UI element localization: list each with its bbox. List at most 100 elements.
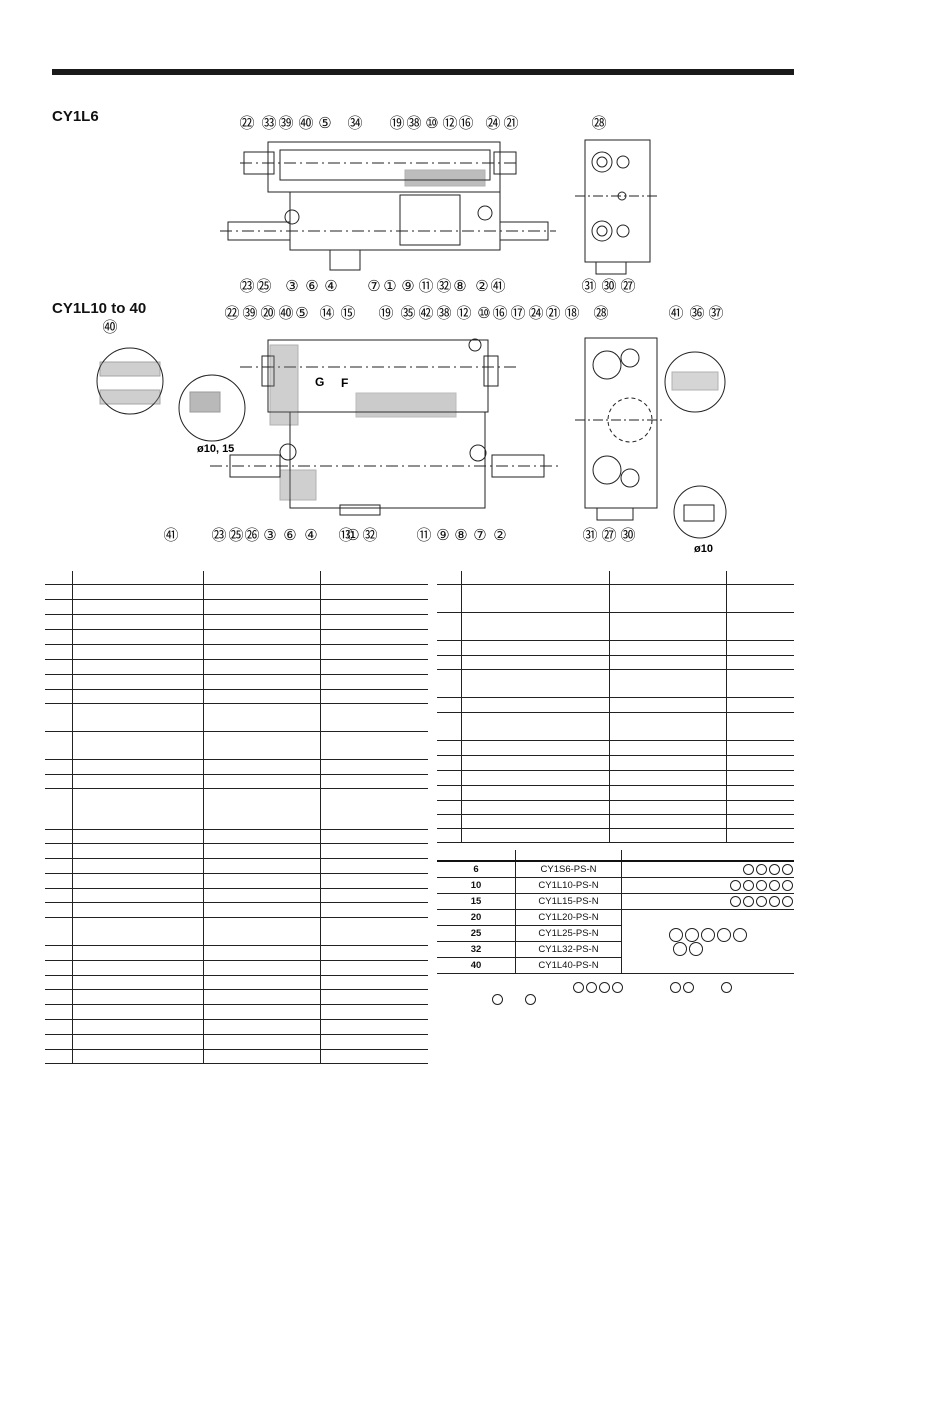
upper-bottom-callout: ㉜: [436, 278, 451, 295]
table-cell: [437, 800, 462, 815]
table-cell: [461, 669, 610, 698]
table-cell: [72, 689, 204, 704]
upper-side-bottom-callout: ㉗: [620, 278, 635, 295]
table-cell: [45, 703, 73, 732]
table-row: [437, 828, 794, 843]
table-cell: [72, 1034, 204, 1050]
lower-top-callout: ㉑: [545, 305, 560, 322]
detail-side-bore-label: ø10: [694, 543, 713, 555]
table-row: [45, 888, 428, 903]
table-cell: [320, 873, 428, 889]
table-row: [45, 960, 428, 976]
table-row: [45, 1034, 428, 1050]
kit-number: CY1S6-PS-N: [515, 861, 622, 878]
table-cell: [72, 703, 204, 732]
lower-side-bottom-callout: ㉗: [601, 527, 616, 544]
lower-bottom-callout: ⑦: [473, 527, 486, 544]
upper-top-callout: ⑲: [389, 115, 404, 132]
table-cell: [72, 1049, 204, 1064]
table-cell: [437, 785, 462, 801]
table-cell: [437, 697, 462, 713]
table-cell: [726, 697, 794, 713]
table-cell: [609, 800, 727, 815]
table-cell: [72, 843, 204, 859]
lower-bottom-callout: ⑬: [338, 527, 353, 544]
table-cell: [461, 584, 610, 613]
kit-bore: 6: [437, 861, 516, 878]
table-cell: [203, 829, 321, 844]
table-row: [437, 785, 794, 801]
kit-bore: 20: [437, 909, 516, 926]
table-cell: [203, 1049, 321, 1064]
lower-top-callout: ㉒: [224, 305, 239, 322]
table-row: [45, 629, 428, 645]
table-cell: [320, 674, 428, 690]
table-row: [45, 858, 428, 874]
table-cell: [203, 873, 321, 889]
table-cell: [203, 689, 321, 704]
kit-header-cell: [515, 850, 622, 862]
table-cell: [461, 571, 610, 585]
table-cell: [320, 960, 428, 976]
table-cell: [461, 785, 610, 801]
table-cell: [609, 740, 727, 756]
table-cell: [437, 828, 462, 843]
table-cell: [45, 644, 73, 660]
table-row: [45, 873, 428, 889]
lower-bottom-callout: ㉓: [211, 527, 226, 544]
table-cell: [45, 674, 73, 690]
table-cell: [320, 945, 428, 961]
lower-side-top-callout: ㉘: [593, 305, 608, 322]
kit-contents: [621, 893, 794, 910]
table-cell: [609, 584, 727, 613]
table-cell: [461, 828, 610, 843]
upper-side-top-callout: ㉘: [591, 115, 606, 132]
table-row: [437, 740, 794, 756]
table-cell: [45, 1049, 73, 1064]
table-cell: [320, 584, 428, 600]
kit-bore: 15: [437, 893, 516, 910]
table-cell: [609, 712, 727, 741]
table-cell: [726, 828, 794, 843]
lower-top-callout: ⑱: [564, 305, 579, 322]
table-row: [437, 814, 794, 829]
table-cell: [320, 788, 428, 830]
table-cell: [45, 843, 73, 859]
table-cell: [609, 669, 727, 698]
table-cell: [320, 843, 428, 859]
table-cell: [203, 644, 321, 660]
table-row: [45, 644, 428, 660]
table-cell: [437, 571, 462, 585]
table-cell: [461, 640, 610, 656]
table-cell: [72, 902, 204, 918]
table-row: [45, 829, 428, 844]
lower-top-callout: ㉟: [400, 305, 415, 322]
table-cell: [437, 712, 462, 741]
table-cell: [45, 829, 73, 844]
table-cell: [203, 902, 321, 918]
table-cell: [461, 770, 610, 786]
lower-top-callout: ㉔: [528, 305, 543, 322]
table-row: [45, 975, 428, 990]
table-cell: [203, 629, 321, 645]
table-cell: [726, 571, 794, 585]
table-row: [45, 989, 428, 1005]
table-cell: [203, 917, 321, 946]
table-cell: [203, 731, 321, 760]
kit-number: CY1L25-PS-N: [515, 925, 622, 942]
table-cell: [609, 814, 727, 829]
table-cell: [461, 755, 610, 771]
upper-bottom-callout: ④: [324, 278, 337, 295]
kit-number: CY1L32-PS-N: [515, 941, 622, 958]
kit-contents: [621, 861, 794, 878]
table-cell: [72, 960, 204, 976]
table-cell: [203, 571, 321, 585]
lower-top-callout: ⑰: [510, 305, 525, 322]
table-cell: [203, 599, 321, 615]
table-cell: [203, 858, 321, 874]
upper-side-bottom-callout: ㉚: [601, 278, 616, 295]
table-cell: [203, 703, 321, 732]
